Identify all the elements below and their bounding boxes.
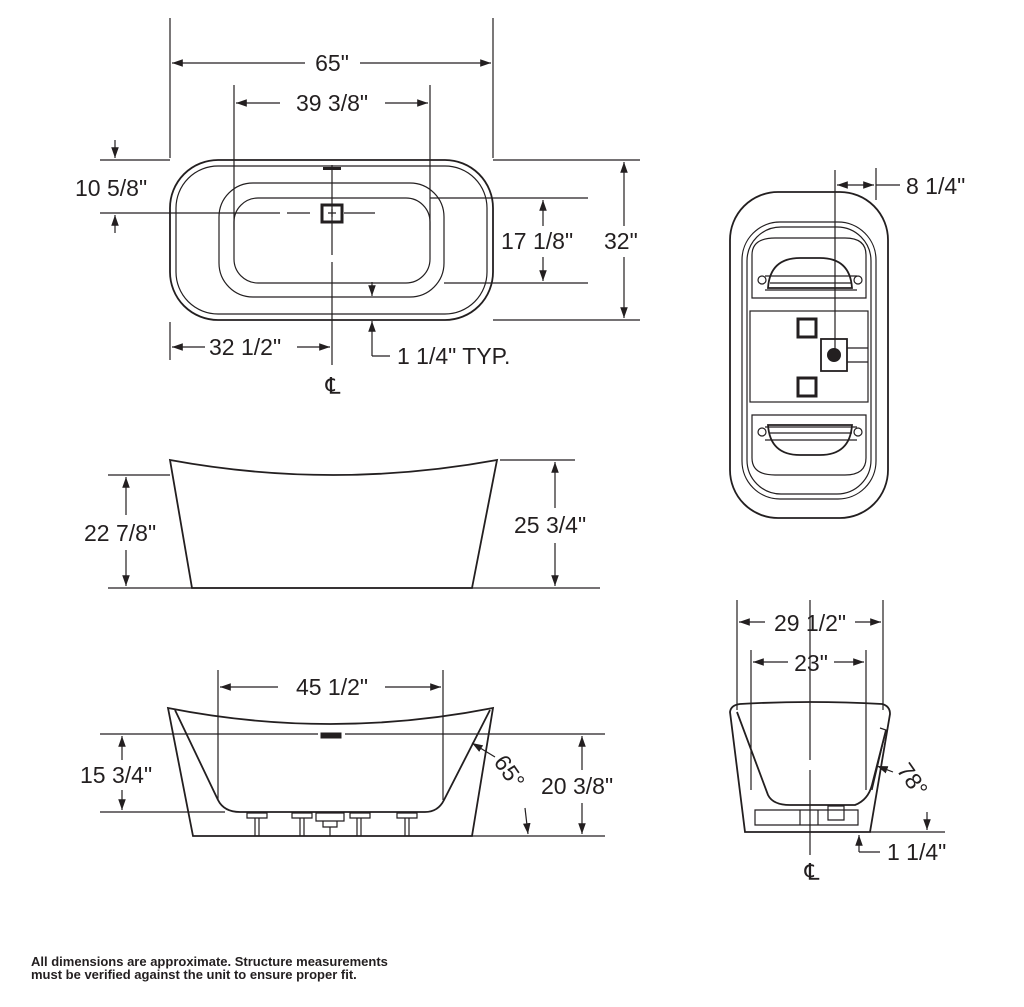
top-view: 65" 39 3/8" 10 5/8" 17 1/8" 32" 32 1/2" … — [75, 18, 640, 399]
overflow-icon — [320, 732, 342, 739]
footnote-line-2: must be verified against the unit to ens… — [31, 967, 357, 982]
centerline-symbol: ℄ — [804, 859, 820, 885]
dim-end-overall-width: 29 1/2" — [774, 610, 846, 636]
angle-backrest-end: 78° — [892, 758, 933, 801]
centerline-symbol: ℄ — [325, 373, 341, 399]
dim-basin-length: 39 3/8" — [296, 90, 368, 116]
dim-end-interior-width: 23" — [794, 650, 828, 676]
dim-bottom-drain-offset: 8 1/4" — [906, 173, 965, 199]
footnote-line-1: All dimensions are approximate. Structur… — [31, 954, 388, 969]
dim-overflow-height: 20 3/8" — [541, 773, 613, 799]
dim-high-height: 25 3/4" — [514, 512, 586, 538]
dim-overall-length: 65" — [315, 50, 349, 76]
dim-drain-offset: 10 5/8" — [75, 175, 147, 201]
side-view: 22 7/8" 25 3/4" — [84, 460, 600, 588]
drain-icon — [827, 348, 841, 362]
dim-base-clearance: 1 1/4" — [887, 839, 946, 865]
dim-interior-depth: 15 3/4" — [80, 762, 152, 788]
footnote: All dimensions are approximate. Structur… — [31, 955, 388, 981]
dim-overall-width: 32" — [604, 228, 638, 254]
dim-center-to-end: 32 1/2" — [209, 334, 281, 360]
end-view: 29 1/2" 23" 78° 1 1/4" ℄ — [730, 600, 946, 885]
section-view: 45 1/2" 15 3/4" 20 3/8" 65° — [80, 670, 613, 836]
dim-low-height: 22 7/8" — [84, 520, 156, 546]
dim-rim-width: 1 1/4" TYP. — [397, 343, 510, 369]
dim-interior-bottom-length: 45 1/2" — [296, 674, 368, 700]
bottom-view: 8 1/4" — [729, 168, 965, 519]
feet — [246, 812, 418, 836]
dim-basin-width: 17 1/8" — [501, 228, 573, 254]
